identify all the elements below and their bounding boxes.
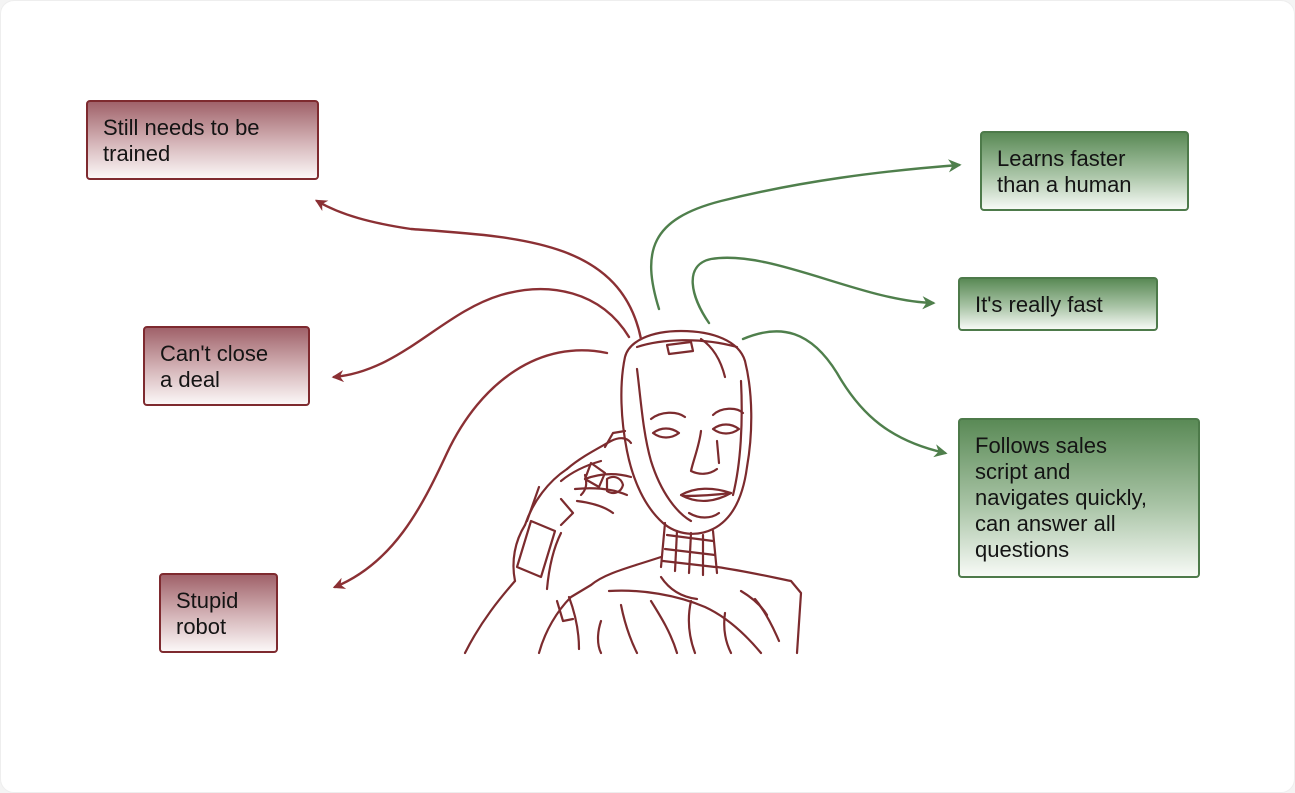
negative-box-still-needs-trained: Still needs to be trained: [86, 100, 319, 180]
positive-box-text: Follows sales script and navigates quick…: [975, 433, 1148, 562]
positive-box-learns-faster: Learns faster than a human: [980, 131, 1189, 211]
positive-box-follows-script: Follows sales script and navigates quick…: [958, 418, 1200, 578]
negative-box-cant-close-deal: Can't close a deal: [143, 326, 310, 406]
negative-box-stupid-robot: Stupid robot: [159, 573, 278, 653]
arrow-to-cant-close-deal: [331, 288, 631, 383]
negative-box-text: Can't close a deal: [160, 341, 269, 392]
positive-box-text: Learns faster than a human: [997, 146, 1132, 197]
positive-box-text: It's really fast: [975, 292, 1103, 317]
arrow-to-really-fast: [691, 256, 936, 325]
positive-box-really-fast: It's really fast: [958, 277, 1158, 331]
arrow-to-learns-faster: [650, 159, 962, 311]
robot-thinking-sketch-icon: [463, 329, 803, 655]
arrow-to-stupid-robot: [332, 349, 609, 589]
negative-box-text: Stupid robot: [176, 588, 239, 639]
arrow-to-still-needs-trained: [314, 199, 643, 341]
arrow-to-follows-script: [741, 330, 948, 458]
negative-box-text: Still needs to be trained: [103, 115, 260, 166]
